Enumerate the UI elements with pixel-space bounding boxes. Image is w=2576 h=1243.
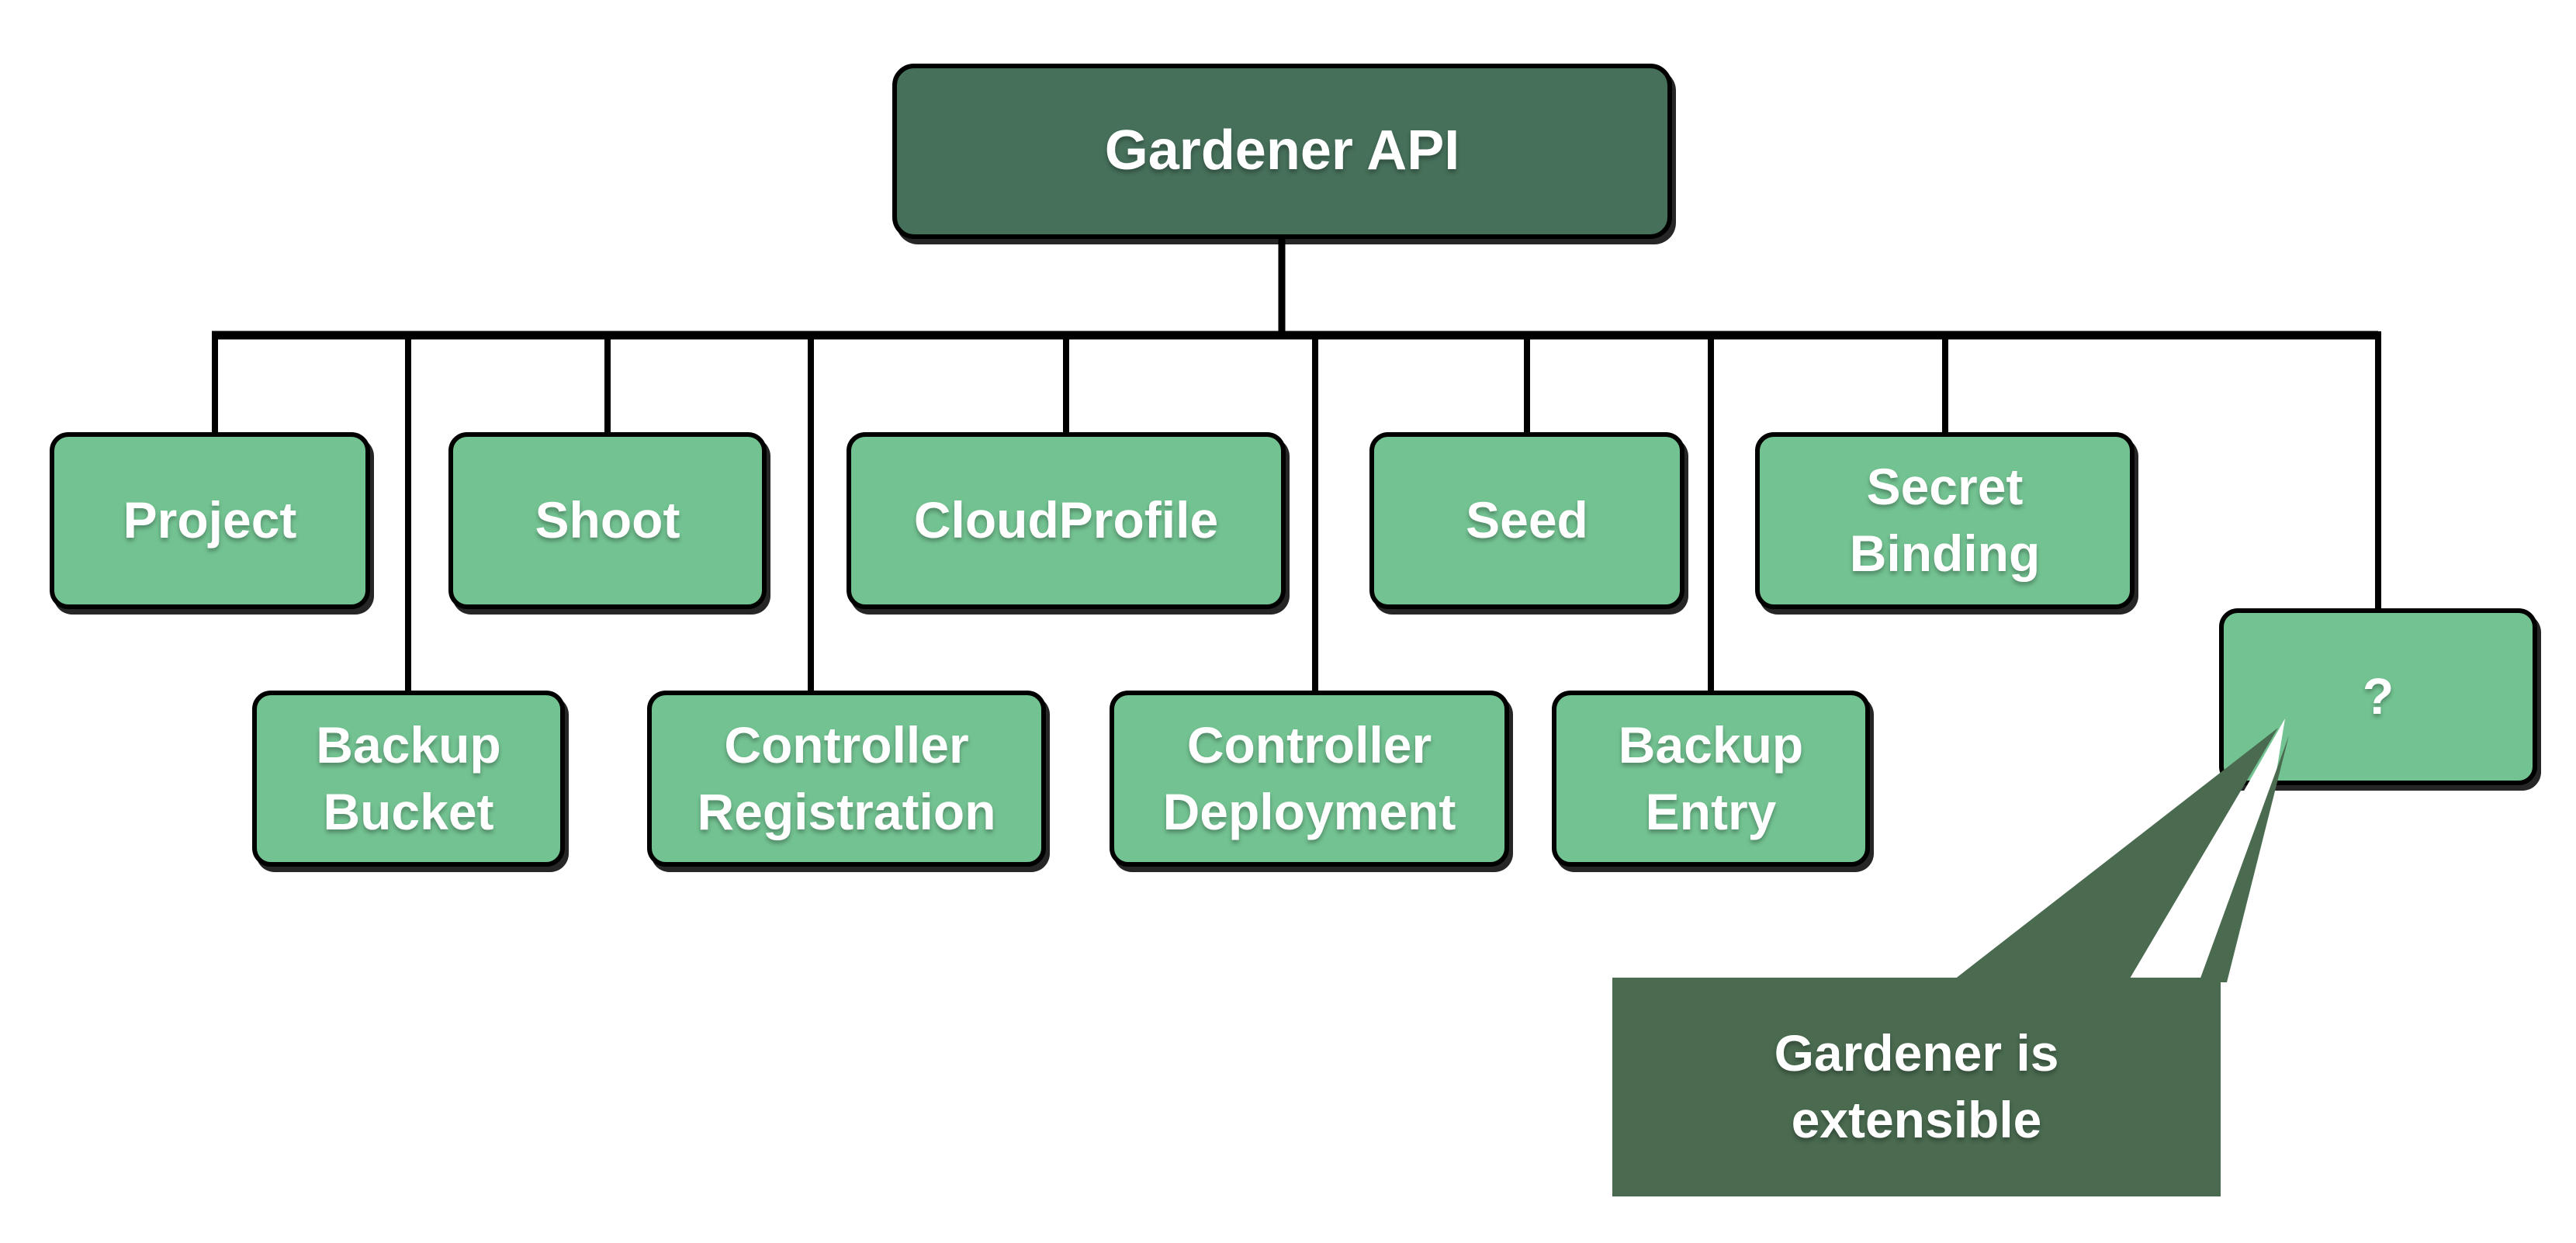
drop-connectors-row2: [405, 331, 1714, 694]
node-label: CloudProfile: [913, 491, 1219, 549]
node-label: Seed: [1466, 491, 1588, 549]
drop-connectors-row1: [212, 331, 1948, 436]
node-label: Shoot: [535, 491, 680, 549]
node-cloudprofile: CloudProfile: [847, 432, 1286, 609]
node-seed: Seed: [1369, 432, 1684, 609]
node-controller-deployment: Controller Deployment: [1110, 691, 1509, 867]
node-label: Backup Entry: [1618, 715, 1804, 840]
node-shoot: Shoot: [448, 432, 767, 609]
node-label: Backup Bucket: [316, 715, 501, 840]
node-gardener-api: Gardener API: [892, 64, 1672, 239]
node-label: Gardener API: [1104, 119, 1460, 182]
node-backup-entry: Backup Entry: [1552, 691, 1870, 867]
node-backup-bucket: Backup Bucket: [252, 691, 565, 867]
node-controller-registration: Controller Registration: [647, 691, 1046, 867]
node-unknown-extension: ?: [2219, 608, 2537, 785]
node-project: Project: [50, 432, 370, 609]
callout-gardener-extensible: Gardener is extensible: [1612, 978, 2221, 1196]
node-secret-binding: Secret Binding: [1755, 432, 2135, 609]
node-label: Project: [123, 491, 297, 549]
node-label: ?: [2362, 667, 2394, 725]
node-label: Controller Deployment: [1162, 715, 1456, 840]
callout-label: Gardener is extensible: [1774, 1024, 2059, 1148]
node-label: Secret Binding: [1849, 458, 2041, 582]
node-label: Controller Registration: [697, 715, 996, 840]
